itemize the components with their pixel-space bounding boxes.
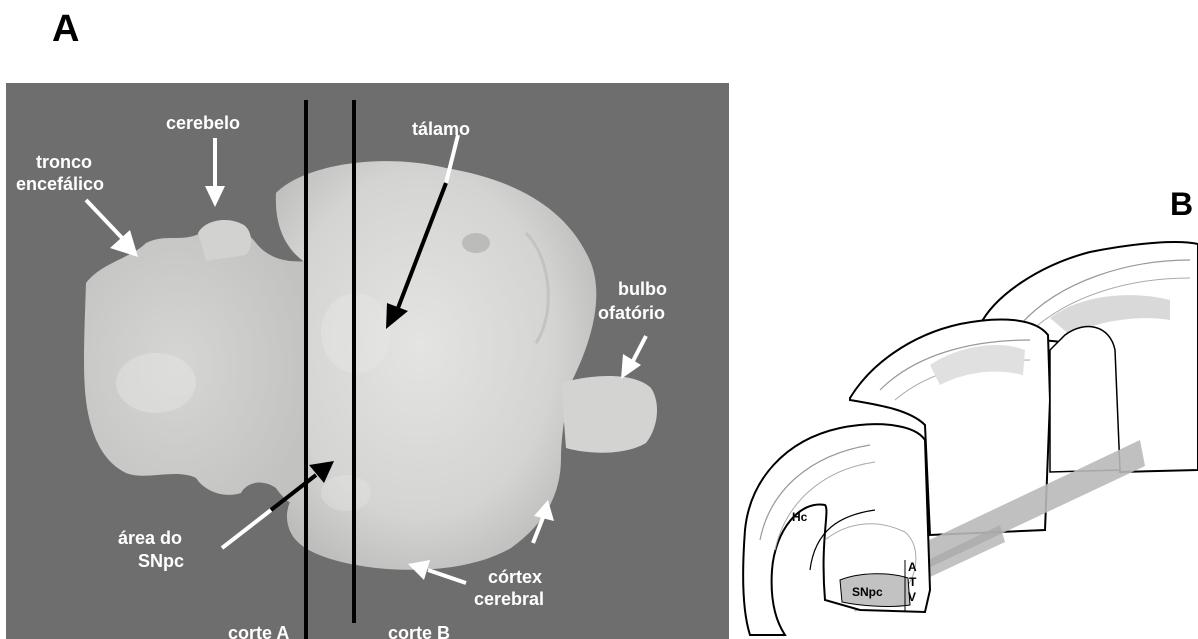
label-tronco-1: tronco [36,152,92,172]
panel-a-letter: A [52,8,79,51]
label-cerebelo: cerebelo [166,113,240,133]
label-snpc-2: SNpc [138,551,184,571]
label-corte-b: corte B [388,623,450,639]
coronal-sections-panel: Hc SNpc A T V [730,240,1198,639]
label-atv-t: T [909,575,917,589]
label-corte-a: corte A [228,623,289,639]
cerebellum-tissue [198,220,251,261]
label-bulbo-2: ofatório [598,303,665,323]
label-talamo: tálamo [412,119,470,139]
label-snpc: SNpc [852,585,883,599]
label-atv-a: A [908,560,917,574]
label-bulbo-1: bulbo [618,279,667,299]
brain-photo-panel: cerebelo tálamo tronco encefálico bulbo … [6,83,729,639]
brainstem-tissue [84,224,316,507]
olfactory-bulb-tissue [561,376,657,453]
label-atv-v: V [908,590,916,604]
label-cortex-2: cerebral [474,589,544,609]
label-hc: Hc [792,510,808,524]
label-cortex-1: córtex [488,567,542,587]
panel-b-letter: B [1170,186,1193,223]
label-snpc-1: área do [118,528,182,548]
label-tronco-2: encefálico [16,174,104,194]
